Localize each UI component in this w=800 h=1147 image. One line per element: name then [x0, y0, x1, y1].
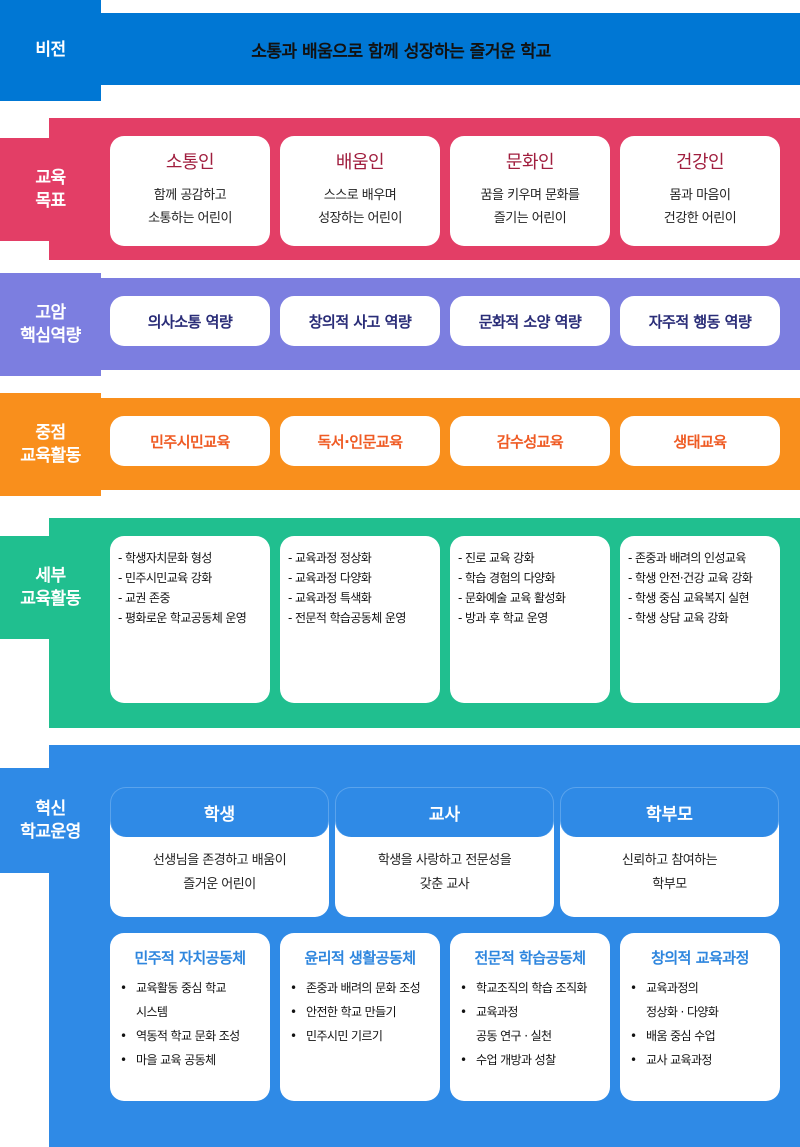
community-card: 민주적 자치공동체 교육활동 중심 학교 시스템 역동적 학교 문화 조성 마을… — [110, 933, 270, 1101]
competency-card: 자주적 행동 역량 — [620, 296, 780, 346]
community-card: 윤리적 생활공동체 존중과 배려의 문화 조성 안전한 학교 만들기 민주시민 … — [280, 933, 440, 1101]
list-item: 평화로운 학교공동체 운영 — [118, 608, 270, 628]
focus-card: 생태교육 — [620, 416, 780, 466]
list-item: 교육과정 공동 연구 · 실천 — [458, 1000, 610, 1048]
focus-card: 독서·인문교육 — [280, 416, 440, 466]
goal-desc: 꿈을 키우며 문화를 즐기는 어린이 — [480, 188, 580, 226]
focus-label: 중점 교육활동 — [0, 393, 101, 496]
list-item: 문화예술 교육 활성화 — [458, 588, 610, 608]
vision-label: 비전 — [0, 0, 101, 101]
stakeholder-card-teacher: 교사 학생을 사랑하고 전문성을 갖춘 교사 — [335, 787, 554, 917]
list-item: 교육과정 다양화 — [288, 568, 440, 588]
community-title: 전문적 학습공동체 — [474, 949, 586, 967]
focus-card: 감수성교육 — [450, 416, 610, 466]
competencies-label: 고암 핵심역량 — [0, 273, 101, 376]
goal-desc: 스스로 배우며 성장하는 어린이 — [318, 188, 402, 226]
list-item: 교육과정의 정상화 · 다양화 — [628, 976, 780, 1024]
community-title: 창의적 교육과정 — [651, 949, 749, 967]
list-item: 교육과정 정상화 — [288, 548, 440, 568]
goal-card: 건강인 몸과 마음이 건강한 어린이 — [620, 136, 780, 246]
detail-card: 학생자치문화 형성 민주시민교육 강화 교권 존중 평화로운 학교공동체 운영 — [110, 536, 270, 703]
list-item: 안전한 학교 만들기 — [288, 1000, 440, 1024]
detail-card: 진로 교육 강화 학습 경험의 다양화 문화예술 교육 활성화 방과 후 학교 … — [450, 536, 610, 703]
community-card: 창의적 교육과정 교육과정의 정상화 · 다양화 배움 중심 수업 교사 교육과… — [620, 933, 780, 1101]
list-item: 교육활동 중심 학교 시스템 — [118, 976, 270, 1024]
list-item: 학생 중심 교육복지 실현 — [628, 588, 780, 608]
list-item: 배움 중심 수업 — [628, 1024, 780, 1048]
stakeholder-title: 학부모 — [560, 787, 779, 837]
list-item: 마을 교육 공동체 — [118, 1048, 270, 1072]
list-item: 교육과정 특색화 — [288, 588, 440, 608]
goal-card: 문화인 꿈을 키우며 문화를 즐기는 어린이 — [450, 136, 610, 246]
focus-card: 민주시민교육 — [110, 416, 270, 466]
list-item: 교사 교육과정 — [628, 1048, 780, 1072]
list-item: 교권 존중 — [118, 588, 270, 608]
stakeholder-card-parent: 학부모 신뢰하고 참여하는 학부모 — [560, 787, 779, 917]
goal-card: 소통인 함께 공감하고 소통하는 어린이 — [110, 136, 270, 246]
competency-card: 창의적 사고 역량 — [280, 296, 440, 346]
list-item: 전문적 학습공동체 운영 — [288, 608, 440, 628]
competency-card: 문화적 소양 역량 — [450, 296, 610, 346]
community-title: 민주적 자치공동체 — [134, 949, 246, 967]
competency-card: 의사소통 역량 — [110, 296, 270, 346]
vision-band — [101, 13, 800, 85]
list-item: 방과 후 학교 운영 — [458, 608, 610, 628]
list-item: 학생 안전·건강 교육 강화 — [628, 568, 780, 588]
vision-section: 비전 소통과 배움으로 함께 성장하는 즐거운 학교 — [0, 0, 800, 101]
list-item: 역동적 학교 문화 조성 — [118, 1024, 270, 1048]
vision-slogan: 소통과 배움으로 함께 성장하는 즐거운 학교 — [251, 41, 551, 62]
list-item: 존중과 배려의 인성교육 — [628, 548, 780, 568]
list-item: 진로 교육 강화 — [458, 548, 610, 568]
goal-title: 건강인 — [675, 152, 725, 173]
list-item: 학교조직의 학습 조직화 — [458, 976, 610, 1000]
goal-desc: 몸과 마음이 건강한 어린이 — [663, 188, 737, 226]
stakeholder-desc: 학생을 사랑하고 전문성을 갖춘 교사 — [335, 821, 554, 917]
innovation-label: 혁신 학교운영 — [0, 768, 101, 873]
list-item: 민주시민교육 강화 — [118, 568, 270, 588]
detail-card: 존중과 배려의 인성교육 학생 안전·건강 교육 강화 학생 중심 교육복지 실… — [620, 536, 780, 703]
goals-label: 교육 목표 — [0, 138, 101, 241]
goal-title: 소통인 — [165, 152, 215, 173]
list-item: 존중과 배려의 문화 조성 — [288, 976, 440, 1000]
community-card: 전문적 학습공동체 학교조직의 학습 조직화 교육과정 공동 연구 · 실천 수… — [450, 933, 610, 1101]
list-item: 수업 개방과 성찰 — [458, 1048, 610, 1072]
detail-card: 교육과정 정상화 교육과정 다양화 교육과정 특색화 전문적 학습공동체 운영 — [280, 536, 440, 703]
stakeholder-desc: 선생님을 존경하고 배움이 즐거운 어린이 — [110, 821, 329, 917]
detail-label: 세부 교육활동 — [0, 536, 101, 639]
stakeholder-title: 학생 — [110, 787, 329, 837]
list-item: 민주시민 기르기 — [288, 1024, 440, 1048]
stakeholder-card-student: 학생 선생님을 존경하고 배움이 즐거운 어린이 — [110, 787, 329, 917]
goal-desc: 함께 공감하고 소통하는 어린이 — [148, 188, 232, 226]
stakeholder-title: 교사 — [335, 787, 554, 837]
community-title: 윤리적 생활공동체 — [304, 949, 416, 967]
goal-title: 문화인 — [505, 152, 555, 173]
list-item: 학생 상담 교육 강화 — [628, 608, 780, 628]
stakeholder-desc: 신뢰하고 참여하는 학부모 — [560, 821, 779, 917]
list-item: 학습 경험의 다양화 — [458, 568, 610, 588]
goal-title: 배움인 — [335, 152, 385, 173]
list-item: 학생자치문화 형성 — [118, 548, 270, 568]
goal-card: 배움인 스스로 배우며 성장하는 어린이 — [280, 136, 440, 246]
